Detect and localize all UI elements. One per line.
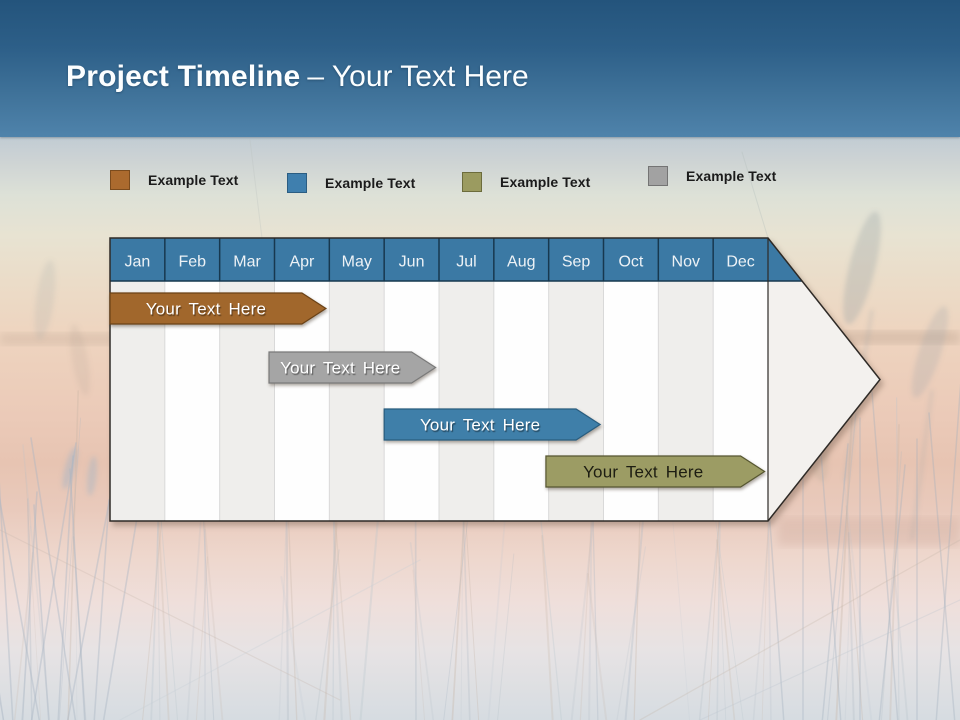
legend-label: Example Text: [148, 172, 239, 188]
month-label: Oct: [618, 254, 643, 271]
timeline-bar[interactable]: Your Text Here: [109, 292, 328, 325]
title-bar: Project Timeline– Your Text Here: [0, 0, 960, 137]
legend-label: Example Text: [500, 174, 591, 190]
timeline-bar-label: Your Text Here: [146, 300, 266, 319]
timeline-bar-shape: [545, 455, 766, 488]
month-column: [329, 281, 385, 521]
month-label: Sep: [562, 254, 591, 271]
month-label: Feb: [178, 254, 206, 271]
legend-label: Example Text: [686, 168, 777, 184]
title-placeholder-text: – Your Text Here: [307, 60, 529, 93]
month-label: Jun: [399, 254, 425, 271]
legend-swatch-blue: [287, 173, 307, 193]
month-label: Aug: [507, 254, 535, 271]
legend-item[interactable]: Example Text: [648, 166, 776, 186]
legend-swatch-brown: [110, 170, 130, 190]
month-label: Dec: [726, 254, 754, 271]
legend-swatch-olive: [462, 172, 482, 192]
timeline-arrow: Jan Feb Mar Apr May Jun Jul Aug Sep Oct Nov Dec: [109, 237, 881, 522]
timeline-bar-shape: [383, 408, 602, 441]
month-header-band: [110, 238, 880, 281]
timeline-bar-label: Your Text Here: [280, 359, 400, 378]
timeline-arrow-outline: [109, 237, 881, 522]
month-label: Jan: [125, 254, 151, 271]
timeline-bar-label: Your Text Here: [583, 463, 703, 482]
legend-item[interactable]: Example Text: [287, 173, 415, 193]
month-label: Jul: [456, 254, 476, 271]
legend-item[interactable]: Example Text: [110, 170, 238, 190]
month-column: [439, 281, 494, 521]
timeline-bar[interactable]: Your Text Here: [383, 408, 602, 441]
month-column: [493, 281, 549, 521]
timeline-bar-label: Your Text Here: [420, 416, 540, 435]
month-label: Mar: [233, 254, 261, 271]
timeline-bar[interactable]: Your Text Here: [268, 351, 437, 384]
title-main-text: Project Timeline: [66, 60, 301, 93]
legend-item[interactable]: Example Text: [462, 172, 590, 192]
month-label: Apr: [289, 254, 315, 271]
timeline-bar-shape: [268, 351, 437, 384]
month-column: [384, 281, 439, 521]
month-label: Nov: [672, 254, 700, 271]
timeline-bar[interactable]: Your Text Here: [545, 455, 766, 488]
legend-swatch-gray: [648, 166, 668, 186]
slide-title[interactable]: Project Timeline– Your Text Here: [66, 60, 529, 94]
timeline-bar-shape: [109, 292, 328, 325]
legend-label: Example Text: [325, 175, 416, 191]
month-label: May: [342, 254, 372, 271]
